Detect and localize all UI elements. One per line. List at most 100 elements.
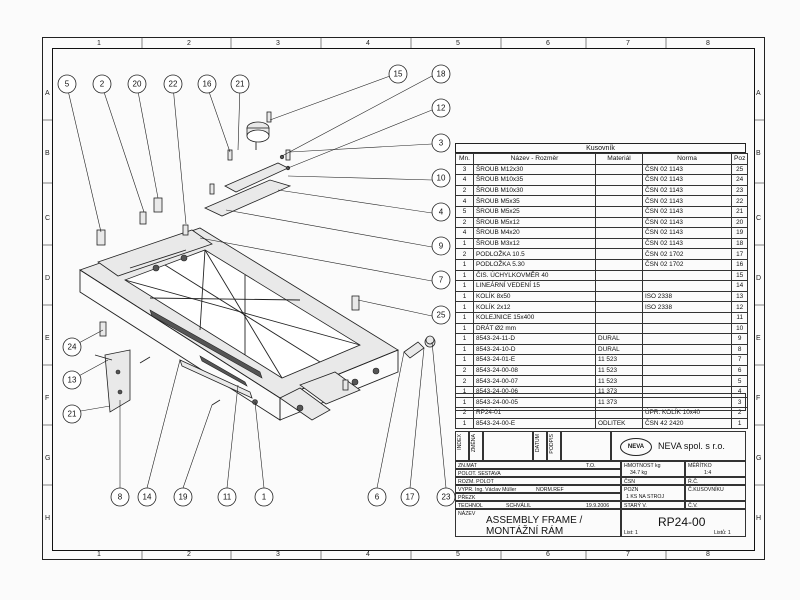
balloon-6: 6 [367,487,387,507]
bom-cell-name: ČIS. ÚCHYLKOVMĚR 40 [473,269,596,282]
bom-cell-norm: ČSN 02 1143 [642,163,732,176]
svg-text:7: 7 [439,276,444,285]
bom-cell-norm [642,364,732,377]
bom-cell-poz: 24 [730,174,749,186]
zone-col-7: 7 [626,40,630,47]
bom-cell-material [595,195,643,207]
svg-text:12: 12 [437,104,446,113]
indicator-bracket [204,149,292,217]
bom-cell-material [595,163,643,176]
zone-col-3: 3 [276,40,280,47]
balloon-18: 18 [431,64,451,84]
tb-cisn: ČSN [621,477,685,485]
bom-cell-material [595,248,643,260]
balloon-3: 3 [431,133,451,153]
bom-cell-mn: 1 [455,301,474,313]
bom-cell-name: ŠROUB M12x30 [473,163,596,176]
bom-cell-name: ŠROUB M4x20 [473,227,596,239]
zone-col-6-bottom: 6 [546,551,550,558]
svg-text:11: 11 [223,493,232,502]
bom-cell-mn: 1 [455,290,474,303]
zone-row-h: H [45,515,51,522]
bom-cell-material [595,216,643,229]
bom-cell-poz: 7 [730,354,749,366]
svg-text:17: 17 [406,493,415,502]
zone-col-2-bottom: 2 [187,551,191,558]
drawing-number: RP24-00 [658,515,706,529]
svg-text:13: 13 [68,376,77,385]
company-name: NEVA spol. s r.o. [658,441,725,451]
bom-cell-poz: 12 [730,301,749,313]
tb-prezk: PŘEZK [455,493,621,501]
balloon-1: 1 [254,487,274,507]
bom-cell-poz: 5 [730,375,749,388]
linear-guide [94,335,435,413]
zone-col-1: 1 [97,40,101,47]
bom-cell-poz: 2 [730,407,749,419]
bom-cell-poz: 11 [730,311,749,324]
frame-casting [79,227,399,421]
zone-row-c-right: C [756,215,762,222]
bom-cell-mn: 1 [455,417,474,430]
bom-cell-norm: ČSN 02 1702 [642,248,732,260]
bom-cell-poz: 10 [730,322,749,335]
bom-cell-name: ŠROUB M10x30 [473,184,596,197]
balloon-15: 15 [388,64,408,84]
bom-cell-material: ODLITEK [595,417,643,430]
balloon-20: 20 [127,74,147,94]
svg-text:22: 22 [169,80,178,89]
bom-cell-name: PODLOŽKA 10.5 [473,248,596,260]
bom-cell-material [595,227,643,239]
svg-text:14: 14 [143,493,152,502]
zone-row-d: D [45,275,51,282]
zone-col-3-bottom: 3 [276,551,280,558]
bom-cell-name: KOLÍK 8x50 [473,290,596,303]
bom-header-row: Mn. Název - Rozměr Materiál Norma Poz [455,153,749,165]
svg-text:20: 20 [133,80,142,89]
bom-cell-poz: 17 [730,248,749,260]
zone-row-d-right: D [756,275,762,282]
balloon-19: 19 [173,487,193,507]
bom-cell-material: 11 523 [595,364,643,377]
svg-text:19: 19 [179,493,188,502]
zone-col-2: 2 [187,40,191,47]
bom-cell-poz: 8 [730,343,749,356]
bom-cell-norm [642,322,732,335]
bom-cell-material [595,311,643,324]
bom-cell-mn: 1 [455,311,474,324]
bom-cell-poz: 22 [730,195,749,207]
tb-podpis-blank [561,431,611,461]
balloon-13: 13 [62,370,82,390]
bom-cell-material: 11 523 [595,354,643,366]
bom-cell-norm [642,333,732,345]
bom-cell-norm: ČSN 02 1143 [642,227,732,239]
bom-col-material: Materiál [595,153,643,165]
zone-row-a-right: A [756,90,761,97]
bom-cell-norm: ČSN 02 1143 [642,174,732,186]
sheet-border-outer [42,37,765,560]
zone-col-4: 4 [366,40,370,47]
leader-lines [66,75,447,489]
zone-row-g-right: G [756,455,762,462]
bom-cell-mn: 5 [455,205,474,218]
bom-cell-name: DRÁT Ø2 mm [473,322,596,335]
svg-text:16: 16 [203,80,212,89]
tb-kusovnik: Č.KUSOVNÍKU [685,485,746,501]
bom-cell-mn: 2 [455,248,474,260]
dial-indicator [246,111,272,150]
balloon-16: 16 [197,74,217,94]
